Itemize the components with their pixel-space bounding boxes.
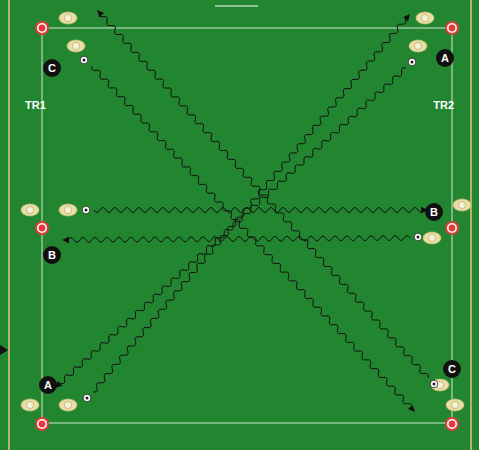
dribble-path [93,20,406,392]
group-letter: A [44,380,52,391]
dribble-path [94,208,422,213]
group-letter: A [441,53,449,64]
group-marker: A [39,376,57,394]
group-marker: B [425,203,443,221]
dribble-path [92,66,412,405]
area-label: TR1 [25,100,46,111]
group-letter: C [448,364,456,375]
arrow-head [62,237,69,243]
arrow-head [97,10,104,17]
group-letter: C [48,63,56,74]
group-marker: C [43,59,61,77]
dribble-path [68,236,410,242]
group-marker: C [443,360,461,378]
area-label: TR2 [433,100,454,111]
group-letter: B [48,250,56,261]
group-marker: A [436,49,454,67]
dribble-path [60,68,406,384]
group-letter: B [430,207,438,218]
arrow-head [408,405,415,412]
group-marker: B [43,246,61,264]
arrow-head [403,14,410,21]
